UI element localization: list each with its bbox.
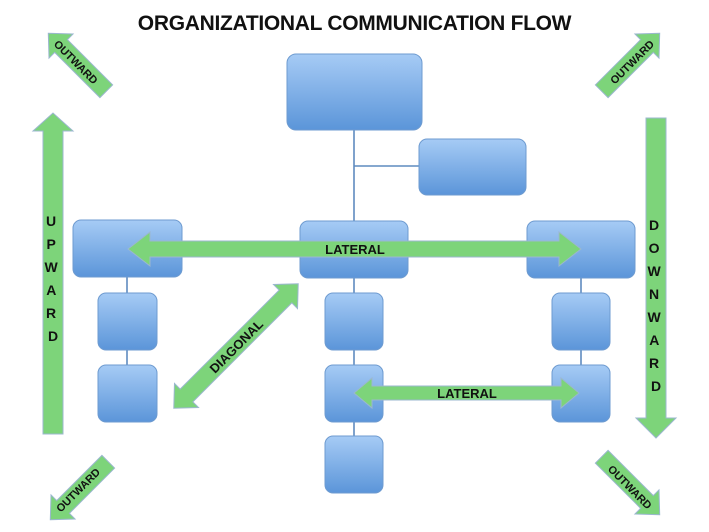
node-center-staff-3[interactable] <box>324 435 384 494</box>
lateral-top-label: LATERAL <box>325 242 385 257</box>
outward-top-right-label: OUTWARD <box>608 38 657 87</box>
diagram-title: ORGANIZATIONAL COMMUNICATION FLOW <box>137 12 572 35</box>
downward-arrow <box>634 117 678 439</box>
lateral-top-arrow <box>127 230 582 268</box>
node-assistant[interactable] <box>418 138 527 196</box>
lateral-bottom-label: LATERAL <box>437 386 497 401</box>
node-ceo[interactable] <box>286 53 423 131</box>
outward-bottom-left-arrow <box>49 454 116 521</box>
outward-bottom-left-label: OUTWARD <box>54 466 103 515</box>
outward-top-left-label: OUTWARD <box>51 38 100 87</box>
node-center-staff-1[interactable] <box>324 292 384 351</box>
outward-top-right-arrow <box>594 32 661 99</box>
node-left-staff-1[interactable] <box>97 292 158 351</box>
downward-label: D O W N W A R D <box>647 217 664 394</box>
upward-label: U P W A R D <box>44 213 61 344</box>
upward-arrow <box>31 112 75 435</box>
outward-bottom-right-label: OUTWARD <box>605 463 654 512</box>
diagonal-arrow <box>173 283 299 409</box>
diagonal-label: DIAGONAL <box>207 317 267 377</box>
outward-top-left-arrow <box>47 32 114 99</box>
node-right-staff-1[interactable] <box>551 292 611 351</box>
lateral-bottom-arrow <box>353 376 580 410</box>
outward-bottom-right-arrow <box>594 449 661 516</box>
node-left-staff-2[interactable] <box>97 364 158 423</box>
